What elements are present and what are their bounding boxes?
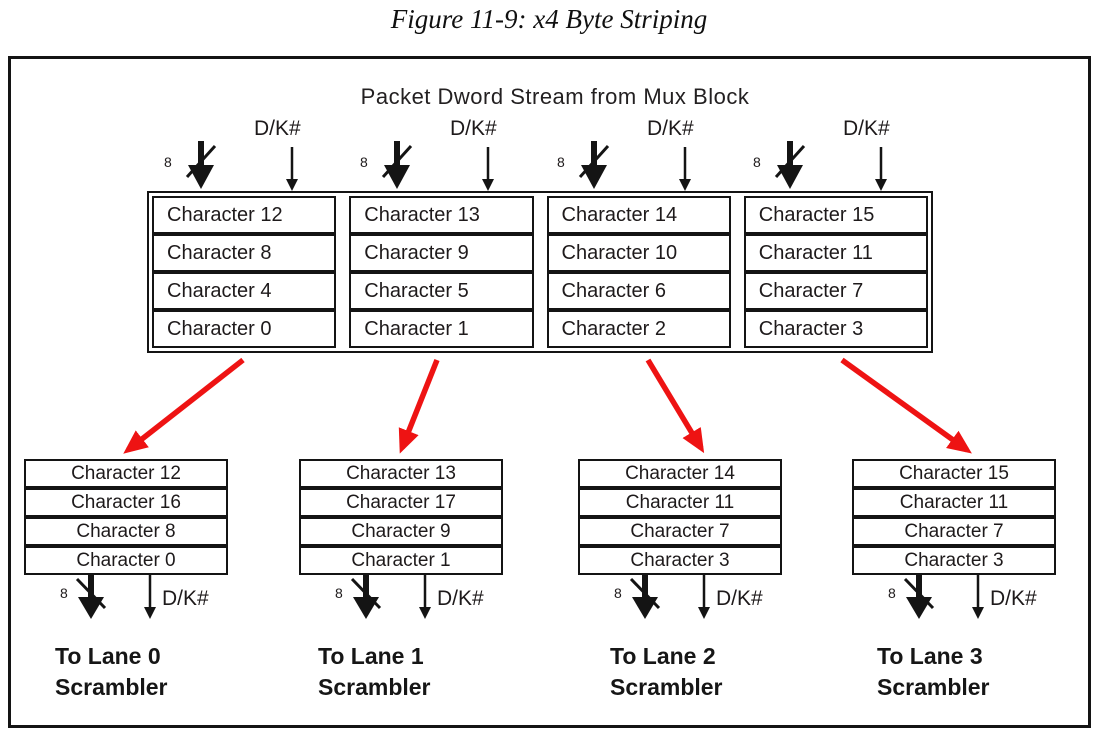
table-cell: Character 6 (546, 272, 731, 310)
byte-bus-arrow-icon (185, 141, 217, 189)
table-cell: Character 14 (546, 196, 731, 234)
lane-label-line2: Scrambler (610, 674, 723, 700)
table-cell: Character 8 (24, 517, 228, 546)
table-cell: Character 15 (743, 196, 928, 234)
table-cell: Character 11 (852, 488, 1056, 517)
lane1-label: To Lane 1 Scrambler (318, 641, 431, 703)
lane-label-line1: To Lane 2 (610, 643, 716, 669)
lane3-label: To Lane 3 Scrambler (877, 641, 990, 703)
table-cell: Character 3 (578, 546, 782, 575)
table-cell: Character 7 (743, 272, 928, 310)
table-cell: Character 11 (578, 488, 782, 517)
lane1-table: Character 13 Character 17 Character 9 Ch… (299, 459, 503, 575)
dk-label: D/K# (990, 587, 1037, 610)
table-cell: Character 3 (852, 546, 1056, 575)
table-cell: Character 3 (743, 310, 928, 348)
table-cell: Character 8 (152, 234, 337, 272)
lane-output-arrows: 8 D/K# (24, 575, 228, 625)
dk-arrow-icon (679, 147, 691, 191)
table-cell: Character 12 (24, 459, 228, 488)
dk-label: D/K# (843, 117, 890, 140)
bus-width-label: 8 (557, 154, 565, 170)
table-cell: Character 7 (578, 517, 782, 546)
byte-bus-arrow-icon (381, 141, 413, 189)
table-cell: Character 7 (852, 517, 1056, 546)
dk-arrow-icon (419, 575, 431, 619)
mux-output-arrows: 8 D/K# (535, 117, 731, 193)
byte-bus-arrow-icon (578, 141, 610, 189)
lane-output-arrows: 8 D/K# (852, 575, 1056, 625)
lane0-table: Character 12 Character 16 Character 8 Ch… (24, 459, 228, 575)
lane-label-line2: Scrambler (318, 674, 431, 700)
bus-width-label: 8 (335, 585, 343, 601)
dk-arrow-icon (482, 147, 494, 191)
stripe-arrow (123, 357, 245, 454)
table-cell: Character 5 (349, 272, 534, 310)
dk-arrow-icon (286, 147, 298, 191)
bus-width-label: 8 (614, 585, 622, 601)
dk-arrow-icon (875, 147, 887, 191)
table-cell: Character 10 (546, 234, 731, 272)
table-cell: Character 1 (349, 310, 534, 348)
lane-label-line1: To Lane 3 (877, 643, 983, 669)
byte-bus-arrow-icon (903, 575, 935, 619)
table-cell: Character 11 (743, 234, 928, 272)
bus-width-label: 8 (360, 154, 368, 170)
table-cell: Character 0 (152, 310, 337, 348)
bus-width-label: 8 (753, 154, 761, 170)
stream-header-label: Packet Dword Stream from Mux Block (360, 84, 750, 109)
table-cell: Character 2 (546, 310, 731, 348)
byte-bus-arrow-icon (350, 575, 382, 619)
table-cell: Character 14 (578, 459, 782, 488)
bus-width-label: 8 (888, 585, 896, 601)
bus-width-label: 8 (60, 585, 68, 601)
table-cell: Character 0 (24, 546, 228, 575)
mux-output-arrows: 8 D/K# (142, 117, 338, 193)
lane0-label: To Lane 0 Scrambler (55, 641, 168, 703)
figure-frame (8, 56, 1091, 728)
bus-width-label: 8 (164, 154, 172, 170)
dk-arrow-icon (972, 575, 984, 619)
lane-output-arrows: 8 D/K# (578, 575, 782, 625)
table-cell: Character 16 (24, 488, 228, 517)
mux-output-arrows: 8 D/K# (338, 117, 534, 193)
lane-label-line1: To Lane 1 (318, 643, 424, 669)
table-cell: Character 13 (299, 459, 503, 488)
table-cell: Character 17 (299, 488, 503, 517)
table-cell: Character 4 (152, 272, 337, 310)
dk-label: D/K# (716, 587, 763, 610)
dk-arrow-icon (144, 575, 156, 619)
lane-label-line2: Scrambler (55, 674, 168, 700)
stripe-arrow (645, 358, 705, 454)
dk-label: D/K# (450, 117, 497, 140)
table-cell: Character 15 (852, 459, 1056, 488)
table-cell: Character 12 (152, 196, 337, 234)
dk-label: D/K# (647, 117, 694, 140)
stripe-arrow (398, 358, 440, 454)
stripe-arrow (840, 357, 972, 454)
dk-arrow-icon (698, 575, 710, 619)
table-cell: Character 13 (349, 196, 534, 234)
byte-bus-arrow-icon (629, 575, 661, 619)
lane-label-line2: Scrambler (877, 674, 990, 700)
byte-bus-arrow-icon (774, 141, 806, 189)
table-cell: Character 1 (299, 546, 503, 575)
table-cell: Character 9 (349, 234, 534, 272)
dword-stream-table: Character 12 Character 13 Character 14 C… (147, 191, 933, 353)
figure-title: Figure 11-9: x4 Byte Striping (390, 4, 708, 34)
dk-label: D/K# (162, 587, 209, 610)
byte-bus-arrow-icon (75, 575, 107, 619)
stripe-arrows-layer (123, 357, 972, 454)
lane2-label: To Lane 2 Scrambler (610, 641, 723, 703)
dk-label: D/K# (254, 117, 301, 140)
lane-output-arrows: 8 D/K# (299, 575, 503, 625)
lane3-table: Character 15 Character 11 Character 7 Ch… (852, 459, 1056, 575)
lane2-table: Character 14 Character 11 Character 7 Ch… (578, 459, 782, 575)
dk-label: D/K# (437, 587, 484, 610)
lane-label-line1: To Lane 0 (55, 643, 161, 669)
table-cell: Character 9 (299, 517, 503, 546)
mux-output-arrows: 8 D/K# (731, 117, 927, 193)
